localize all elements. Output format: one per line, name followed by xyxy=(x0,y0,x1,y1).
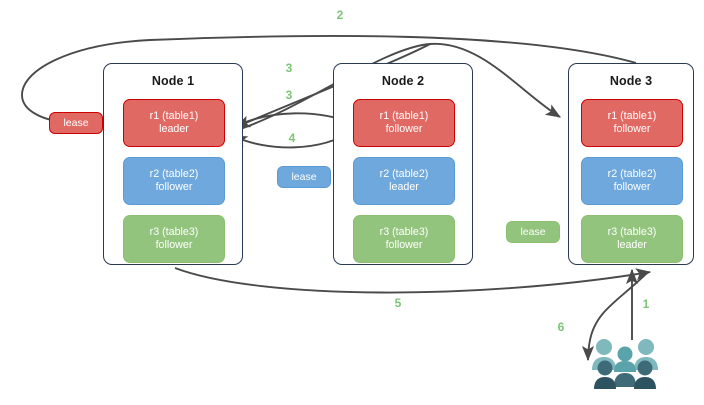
lease-badge-table2[interactable]: lease xyxy=(277,166,331,188)
node-box-2: Node 2 r1 (table1) follower r2 (table2) … xyxy=(333,63,473,265)
step-label-3a: 3 xyxy=(285,61,293,75)
replica-name: r1 (table1) xyxy=(607,110,657,122)
node-box-1: Node 1 r1 (table1) leader r2 (table2) fo… xyxy=(103,63,243,265)
replica-r2-node2[interactable]: r2 (table2) leader xyxy=(353,157,455,205)
replica-role: leader xyxy=(159,123,189,135)
lease-badge-table1[interactable]: lease xyxy=(49,112,103,134)
step-label-5: 5 xyxy=(394,296,402,310)
lease-label: lease xyxy=(63,117,89,129)
arrow-step-3-to-node3 xyxy=(227,43,561,134)
replica-r1-node2[interactable]: r1 (table1) follower xyxy=(353,99,455,147)
replica-name: r1 (table1) xyxy=(379,110,429,122)
node-title: Node 2 xyxy=(381,74,425,88)
replica-r3-node2[interactable]: r3 (table3) follower xyxy=(353,215,455,263)
replica-name: r3 (table3) xyxy=(379,226,429,238)
step-label-2: 2 xyxy=(336,8,344,22)
step-label-4: 4 xyxy=(288,131,296,145)
node-title: Node 3 xyxy=(609,74,653,88)
step-label-3b: 3 xyxy=(285,88,293,102)
lease-badge-table3[interactable]: lease xyxy=(506,221,560,243)
replica-name: r2 (table2) xyxy=(149,168,199,180)
replica-role: follower xyxy=(155,239,193,251)
replica-r3-node3[interactable]: r3 (table3) leader xyxy=(581,215,683,263)
arrow-step-6 xyxy=(581,271,649,362)
node-title: Node 1 xyxy=(151,74,195,88)
users-group-icon xyxy=(592,339,658,389)
replica-role: leader xyxy=(389,181,419,193)
node-box-3: Node 3 r1 (table1) follower r2 (table2) … xyxy=(568,63,694,265)
replica-name: r1 (table1) xyxy=(149,110,199,122)
step-label-1: 1 xyxy=(642,297,650,311)
replica-r1-node3[interactable]: r1 (table1) follower xyxy=(581,99,683,147)
replica-name: r3 (table3) xyxy=(149,226,199,238)
replica-role: follower xyxy=(385,239,423,251)
replica-r1-node1[interactable]: r1 (table1) leader xyxy=(123,99,225,147)
arrow-step-2 xyxy=(21,34,637,128)
replica-r2-node3[interactable]: r2 (table2) follower xyxy=(581,157,683,205)
replica-r2-node1[interactable]: r2 (table2) follower xyxy=(123,157,225,205)
replica-role: follower xyxy=(613,123,651,135)
replica-role: follower xyxy=(613,181,651,193)
replica-name: r2 (table2) xyxy=(379,168,429,180)
arrow-step-5 xyxy=(174,267,652,294)
step-label-6: 6 xyxy=(557,320,565,334)
replica-role: leader xyxy=(617,239,647,251)
replica-name: r2 (table2) xyxy=(607,168,657,180)
replica-r3-node1[interactable]: r3 (table3) follower xyxy=(123,215,225,263)
replica-role: follower xyxy=(155,181,193,193)
lease-label: lease xyxy=(291,171,317,183)
replica-role: follower xyxy=(385,123,423,135)
replica-name: r3 (table3) xyxy=(607,226,657,238)
lease-label: lease xyxy=(520,226,546,238)
